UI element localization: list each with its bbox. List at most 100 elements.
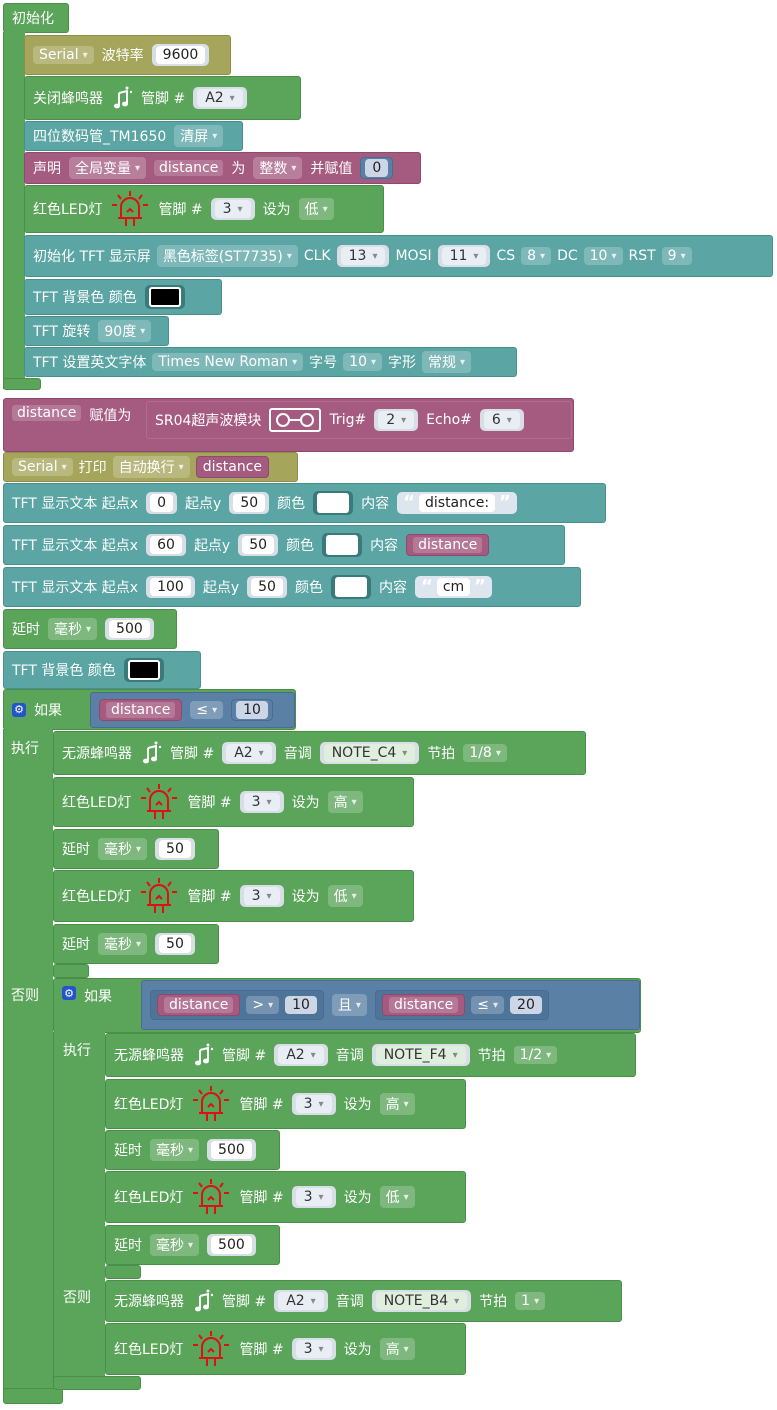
delay-input[interactable]: 500 [211,1236,252,1254]
delay-unit-dropdown[interactable]: 毫秒 [98,838,148,860]
init-value-input[interactable]: 0 [365,159,389,177]
cond-var[interactable]: distance [164,997,234,1013]
delay1-block[interactable]: 延时 毫秒 500 [3,609,177,649]
font-style-dropdown[interactable]: 常规 [422,351,472,373]
beat-dropdown[interactable]: 1 [515,1292,546,1310]
var-name-field[interactable]: distance [154,160,224,176]
font-size-dropdown[interactable]: 10 [343,353,383,371]
declare-block[interactable]: 声明 全局变量 distance 为 整数 并赋值 0 [24,152,421,184]
y-input[interactable]: 50 [242,536,275,554]
color-swatch-white[interactable] [326,535,359,555]
tft-text2-block[interactable]: TFT 显示文本 起点x 60 起点y 50 颜色 内容 distance [3,525,565,565]
delay-input[interactable]: 500 [109,620,150,638]
tft-bg-block[interactable]: TFT 背景色 颜色 [24,279,222,315]
state-dropdown[interactable]: 高 [379,1093,415,1115]
mosi-dropdown[interactable]: 11 [441,247,487,265]
led-low-block[interactable]: 红色LED灯 管脚 # 3 设为 低 [53,870,414,922]
trig-dropdown[interactable]: 2 [378,411,415,429]
scope-dropdown[interactable]: 全局变量 [69,157,147,179]
text-input[interactable]: distance: [419,494,496,512]
rst-dropdown[interactable]: 9 [661,247,692,265]
pin-dropdown[interactable]: A2 [226,744,272,762]
state-dropdown[interactable]: 低 [298,198,334,220]
tft-text3-block[interactable]: TFT 显示文本 起点x 100 起点y 50 颜色 内容 “cm” [3,567,581,607]
color-swatch-white[interactable] [334,577,367,597]
content-var[interactable]: distance [413,537,483,553]
tft-rotate-block[interactable]: TFT 旋转 90度 [24,316,169,346]
cond-value-input[interactable]: 10 [285,996,317,1014]
logic-op-dropdown[interactable]: 且 [331,994,367,1016]
cond-var[interactable]: distance [106,702,176,718]
led-high-block[interactable]: 红色LED灯 管脚 # 3 设为 高 [53,777,414,827]
tm1650-action-dropdown[interactable]: 清屏 [174,125,224,147]
delay-block[interactable]: 延时 毫秒 50 [53,924,219,964]
delay-unit-dropdown[interactable]: 毫秒 [48,618,98,640]
y-input[interactable]: 50 [233,494,266,512]
pin-dropdown[interactable]: 3 [243,887,280,905]
buzzer-tone-block[interactable]: 无源蜂鸣器 管脚 # A2 音调 NOTE_B4 节拍 1 [105,1280,622,1322]
delay-input[interactable]: 500 [211,1141,252,1159]
led-high-block[interactable]: 红色LED灯 管脚 # 3 设为 高 [105,1079,466,1129]
state-dropdown[interactable]: 高 [327,791,363,813]
y-input[interactable]: 50 [251,578,283,596]
gear-icon[interactable]: ⚙ [12,702,26,717]
x-input[interactable]: 0 [150,494,174,512]
serial-dropdown[interactable]: Serial [33,46,94,64]
tft-font-block[interactable]: TFT 设置英文字体 Times New Roman 字号 10 字形 常规 [24,347,517,377]
pin-dropdown[interactable]: A2 [278,1292,324,1310]
assign-var-field[interactable]: distance [12,405,82,421]
delay-unit-dropdown[interactable]: 毫秒 [150,1139,200,1161]
buzzer-tone-block[interactable]: 无源蜂鸣器 管脚 # A2 音调 NOTE_C4 节拍 1/8 [53,731,586,775]
color-swatch-white[interactable] [317,493,350,513]
tft-bg2-block[interactable]: TFT 背景色 颜色 [3,651,201,689]
cond-value-input[interactable]: 10 [236,701,268,719]
pin-dropdown[interactable]: 3 [295,1340,332,1358]
led-high-block[interactable]: 红色LED灯 管脚 # 3 设为 高 [105,1323,466,1375]
pin-dropdown[interactable]: 3 [243,793,280,811]
delay-block[interactable]: 延时 毫秒 500 [105,1225,280,1265]
pin-dropdown[interactable]: 3 [295,1095,332,1113]
gear-icon[interactable]: ⚙ [62,986,76,1000]
led-init-block[interactable]: 红色LED灯 管脚 # 3 设为 低 [24,185,384,233]
sr04-block[interactable]: SR04超声波模块 Trig# 2 Echo# 6 [146,401,572,439]
serial-dropdown[interactable]: Serial [12,458,73,476]
delay-unit-dropdown[interactable]: 毫秒 [98,933,148,955]
print-mode-dropdown[interactable]: 自动换行 [112,456,190,478]
tone-dropdown[interactable]: NOTE_F4 [375,1046,466,1064]
color-swatch-black[interactable] [148,287,181,307]
state-dropdown[interactable]: 高 [379,1338,415,1360]
tm1650-block[interactable]: 四位数码管_TM1650 清屏 [24,121,243,151]
cond-op-dropdown[interactable]: ≤ [471,996,505,1014]
buzzer-tone-block[interactable]: 无源蜂鸣器 管脚 # A2 音调 NOTE_F4 节拍 1/2 [105,1033,636,1077]
buzzer-off-block[interactable]: 关闭蜂鸣器 管脚 # A2 [24,76,301,120]
delay-block[interactable]: 延时 毫秒 500 [105,1130,280,1170]
serial-print-block[interactable]: Serial 打印 自动换行 distance [3,452,298,482]
cond-op-dropdown[interactable]: > [246,996,280,1014]
pin-dropdown[interactable]: 3 [295,1188,332,1206]
tone-dropdown[interactable]: NOTE_B4 [375,1292,468,1310]
cond-op-dropdown[interactable]: ≤ [190,701,224,719]
print-var[interactable]: distance [202,459,263,475]
delay-block[interactable]: 延时 毫秒 50 [53,829,219,869]
state-dropdown[interactable]: 低 [327,885,363,907]
x-input[interactable]: 60 [150,536,182,554]
font-dropdown[interactable]: Times New Roman [152,353,304,371]
tft-init-block[interactable]: 初始化 TFT 显示屏 黑色标签(ST7735) CLK 13 MOSI 11 … [24,235,773,277]
x-input[interactable]: 100 [150,578,191,596]
beat-dropdown[interactable]: 1/8 [463,744,507,762]
clk-dropdown[interactable]: 13 [340,247,386,265]
setup-block[interactable]: 初始化 [3,3,69,33]
if1-condition[interactable]: distance ≤ 10 [90,692,295,728]
rotate-dropdown[interactable]: 90度 [98,320,152,342]
cs-dropdown[interactable]: 8 [521,247,552,265]
beat-dropdown[interactable]: 1/2 [513,1046,558,1064]
type-dropdown[interactable]: 整数 [253,157,303,179]
echo-dropdown[interactable]: 6 [483,411,520,429]
cond-value-input[interactable]: 20 [510,996,542,1014]
text-input[interactable]: cm [436,578,471,596]
delay-input[interactable]: 50 [159,840,191,858]
tft-text1-block[interactable]: TFT 显示文本 起点x 0 起点y 50 颜色 内容 “distance:” [3,483,606,523]
pin-dropdown[interactable]: 3 [214,200,251,218]
tone-dropdown[interactable]: NOTE_C4 [323,744,416,762]
delay-input[interactable]: 50 [159,935,191,953]
